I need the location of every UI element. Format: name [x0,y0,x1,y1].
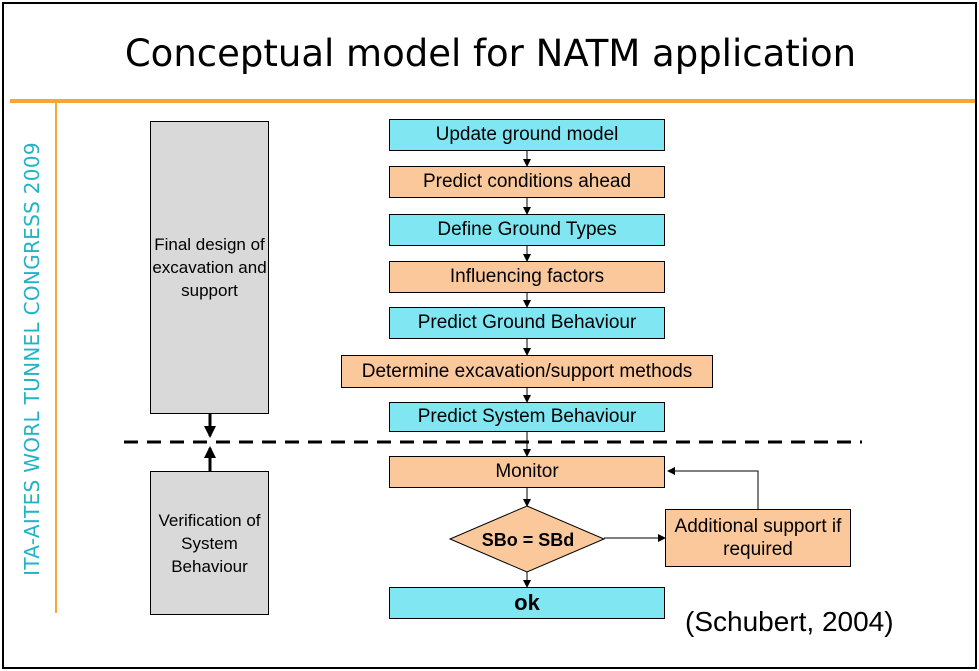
arrow-feedback [667,467,759,509]
predict-ground-behaviour-box: Predict Ground Behaviour [389,307,665,339]
final-design-box: Final design of excavation and support [150,121,269,414]
monitor-box: Monitor [389,456,665,488]
verification-box: Verification of System Behaviour [150,471,269,615]
determine-methods-box: Determine excavation/support methods [341,355,713,388]
ok-box: ok [389,587,665,619]
predict-system-behaviour-box: Predict System Behaviour [389,402,665,432]
citation: (Schubert, 2004) [685,606,894,637]
predict-conditions-box: Predict conditions ahead [389,166,665,198]
define-ground-types-box: Define Ground Types [389,214,665,246]
influencing-factors-box: Influencing factors [389,261,665,293]
update-ground-model-box: Update ground model [389,119,665,151]
decision-label: SBo = SBd [481,529,575,550]
additional-support-box: Additional support if required [665,509,851,567]
